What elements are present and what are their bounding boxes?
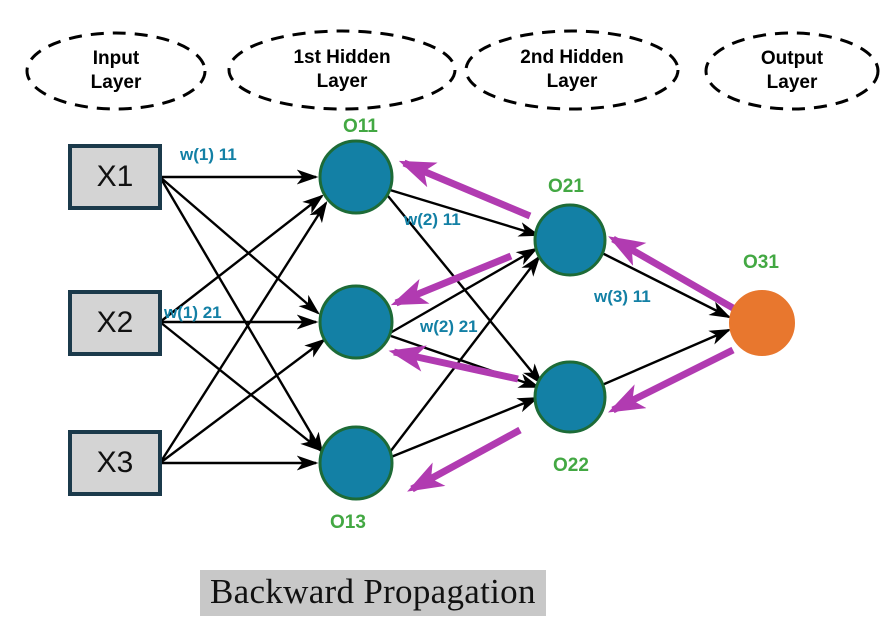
input-label-x3: X3 [96,446,134,479]
backward-arrows [388,159,735,493]
ellipse-second-hidden-layer [464,29,680,111]
hidden1-node-o11 [318,139,394,215]
input-label-x2: X2 [96,306,134,339]
input-node-x1 [68,144,162,210]
backward-arrow-o22-to-o12 [388,345,519,383]
edge-x3-o12 [159,338,326,464]
ellipse-input-layer [25,31,207,111]
edge-o13-o21 [389,255,541,453]
network-nodes [318,139,795,501]
weight-label-w3-11: w(3) 11 [594,287,651,306]
backward-arrow-o31-to-o21 [608,235,735,312]
edge-x3-o11 [158,200,328,464]
ellipse-output-layer [704,31,880,111]
edge-x2-o13 [159,321,322,452]
hidden2-node-o22 [533,360,607,434]
node-label-o22: O22 [553,455,589,476]
diagram-title: Backward Propagation [200,570,546,616]
node-label-o11: O11 [343,116,378,137]
edges-input-to-hidden1 [158,169,328,471]
edge-x1-o13 [158,176,324,455]
hidden1-node-o13 [318,425,394,501]
input-boxes [68,144,162,496]
input-label-x1: X1 [96,160,134,193]
output-node-o31 [729,290,795,356]
edge-o12-o21 [389,247,539,335]
layer-ellipses [25,29,880,111]
edges-hidden1-to-hidden2 [387,188,543,459]
ellipse-first-hidden-layer [227,29,457,111]
edge-o21-o31 [601,251,732,319]
backward-arrow-o31-to-o22 [607,346,735,414]
edge-o13-o22 [390,396,540,459]
node-label-o31: O31 [743,252,779,273]
weight-label-w2-21: w(2) 21 [420,317,478,336]
weight-label-w1-21: w(1) 21 [164,303,222,322]
backward-arrow-o21-to-o11 [398,159,532,220]
edge-x1-o12 [159,176,320,315]
input-node-x3 [68,430,162,496]
edge-x2-o11 [159,194,324,323]
edge-o11-o21 [389,188,541,237]
weight-label-w2-11: w(2) 11 [404,210,461,229]
hidden2-node-o21 [533,203,607,277]
input-node-x2 [68,290,162,356]
backward-arrow-o22-to-o13 [407,426,522,493]
edge-o22-o31 [601,328,732,387]
node-label-o13: O13 [330,512,366,533]
weight-label-w1-11: w(1) 11 [180,145,237,164]
node-label-o21: O21 [548,176,584,197]
hidden1-node-o12 [318,284,394,360]
backward-arrow-o21-to-o12 [390,252,513,307]
